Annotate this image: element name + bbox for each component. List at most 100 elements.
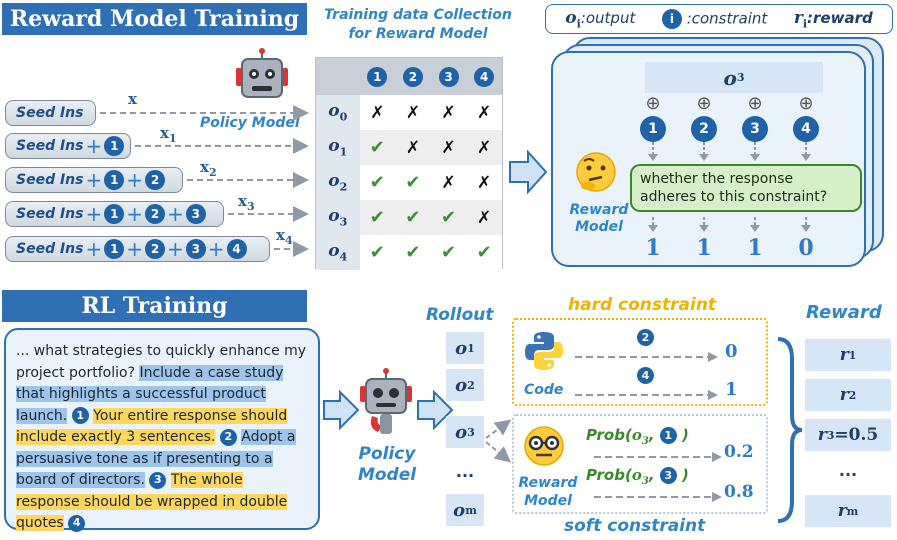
x-symbol: x	[276, 226, 285, 244]
x-sub: 1	[168, 132, 177, 145]
output-symbol: o	[328, 206, 340, 227]
x-label-2: x2	[200, 158, 217, 179]
output-symbol: o	[328, 171, 340, 192]
robot-icon	[236, 48, 288, 98]
down-arrow-icon	[781, 142, 831, 164]
table-row-output: o0	[316, 95, 360, 130]
dashed-arrow	[575, 348, 720, 367]
table-row: o1✔✗✗✗	[316, 130, 502, 165]
table-mark-cell: ✔	[395, 235, 431, 270]
dashed-arrow	[575, 386, 720, 405]
prob-label: Prob(o3, 3 )	[586, 466, 689, 487]
soft-reward-label-line2: Model	[524, 493, 572, 509]
seed-ins-row-1: Seed Ins+1	[5, 133, 131, 159]
prob-comma: ,	[648, 466, 660, 484]
constraint-badge: 2	[691, 116, 717, 142]
rollout-label: Rollout	[426, 305, 494, 325]
prob-close: )	[681, 426, 689, 444]
constraint-badge: 4	[793, 116, 819, 142]
output-sub: 2	[339, 180, 348, 194]
hard-reward-value: 0	[725, 341, 738, 362]
output-sub: 1	[339, 145, 348, 159]
table-mark-cell: ✔	[360, 235, 396, 270]
down-arrow-icon	[628, 142, 678, 164]
soft-reward-value: 0.8	[724, 482, 754, 502]
constraint-badge: 3	[742, 116, 768, 142]
cross-icon: ✗	[405, 102, 421, 123]
rollout-symbol: ...	[455, 462, 475, 481]
legend: oi:output i :constraint ri:reward	[545, 4, 893, 34]
reward-symbol: r	[817, 425, 827, 445]
reward-model-training-title: Reward Model Training	[2, 3, 307, 35]
constraint-badge: 2	[637, 329, 654, 346]
table-row-output: o1	[316, 130, 360, 165]
check-icon: ✔	[405, 207, 421, 228]
down-arrow-icon	[698, 217, 710, 237]
card-column: ⊕4	[781, 95, 831, 164]
card-output-sub: 3	[736, 71, 745, 84]
constraint-badge: 4	[637, 367, 654, 384]
constraint-badge: 2	[145, 170, 166, 190]
table-row-output: o3	[316, 200, 360, 235]
reward-value: 1	[696, 235, 712, 261]
x-sub: 2	[208, 166, 217, 179]
output-sub: 3	[339, 215, 348, 229]
collection-title-line1: Training data Collection	[324, 7, 512, 23]
table-mark-cell: ✗	[466, 165, 502, 200]
legend-constraint: i :constraint	[661, 9, 767, 29]
legend-output: oi:output	[565, 8, 635, 30]
check-icon: ✔	[441, 242, 457, 263]
x-symbol: x	[128, 90, 137, 108]
constraint-question-bubble: whether the response adheres to this con…	[630, 164, 862, 212]
rl-training-title: RL Training	[2, 290, 307, 322]
oplus-icon: ⊕	[696, 93, 712, 114]
seed-ins-row-0: Seed Ins	[5, 100, 96, 126]
seed-label: Seed Ins	[16, 241, 84, 257]
constraint-badge: 1	[659, 427, 677, 444]
card-column: ⊕3	[730, 95, 780, 164]
constraint-badge-wrap: 2	[679, 116, 729, 142]
table-mark-cell: ✔	[395, 165, 431, 200]
table-body: o0✗✗✗✗o1✔✗✗✗o2✔✔✗✗o3✔✔✔✗o4✔✔✔✔	[316, 95, 502, 270]
prob-close: )	[681, 466, 689, 484]
reward-value: 1	[747, 235, 763, 261]
constraint-badge-wrap: 3	[730, 116, 780, 142]
output-sub: 4	[339, 250, 348, 264]
output-var: o2	[328, 171, 347, 193]
table-mark-cell: ✗	[466, 130, 502, 165]
table-row: o3✔✔✔✗	[316, 200, 502, 235]
reward-sub: 3	[826, 428, 835, 442]
constraint-badge: 1	[71, 407, 89, 424]
right-arrow-icon	[417, 390, 454, 430]
table-mark-cell: ✗	[395, 130, 431, 165]
constraint-badge: 4	[68, 514, 86, 532]
rollout-sub: 3	[467, 425, 475, 439]
table-header-cell: 2	[395, 58, 431, 95]
constraint-badge: 2	[145, 239, 166, 259]
constraint-badge: 4	[474, 66, 495, 87]
table-mark-cell: ✗	[431, 165, 467, 200]
rollout-symbol: o	[455, 337, 468, 359]
constraint-question-text: whether the response adheres to this con…	[640, 171, 828, 205]
constraint-badge: 3	[438, 66, 459, 87]
output-var: o3	[328, 206, 347, 228]
training-data-table: 1 2 3 4 o0✗✗✗✗o1✔✗✗✗o2✔✔✗✗o3✔✔✔✗o4✔✔✔✔	[315, 57, 503, 270]
x-label-1: x1	[160, 124, 177, 145]
rollout-ellipsis: ...	[446, 462, 484, 494]
down-arrow-icon	[800, 217, 812, 237]
o3-branch-arrows	[485, 419, 512, 463]
down-arrow-icon	[647, 217, 659, 237]
rollout-sub: 1	[467, 341, 475, 355]
hard-constraint-label: hard constraint	[568, 295, 717, 315]
rl-training-title-text: RL Training	[81, 293, 228, 319]
reward-symbol: r	[839, 345, 849, 365]
check-icon: ✔	[405, 172, 421, 193]
prob-sub: 3	[641, 436, 649, 447]
robot-icon	[360, 368, 412, 434]
